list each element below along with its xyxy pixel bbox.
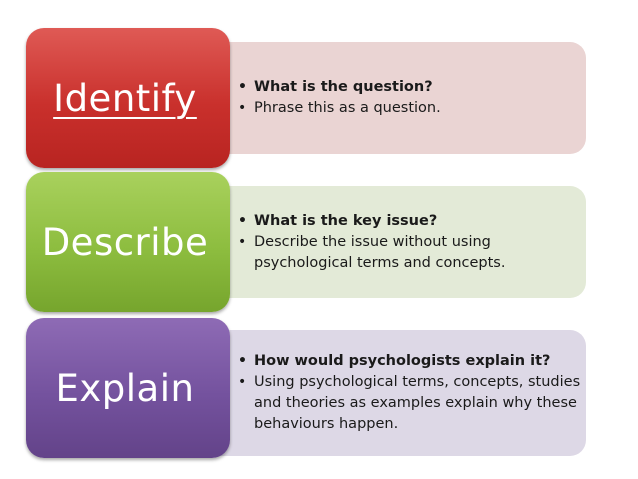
identify-step-box: Identify [26, 28, 230, 168]
describe-step-box: Describe [26, 172, 230, 312]
step-row-describe: What is the key issue? Describe the issu… [0, 172, 638, 312]
describe-point-1: What is the key issue? [238, 211, 586, 232]
explain-step-label: Explain [55, 366, 195, 410]
explain-step-box: Explain [26, 318, 230, 458]
identify-points-list: What is the question? Phrase this as a q… [238, 77, 586, 119]
describe-point-2: Describe the issue without using psychol… [238, 232, 586, 274]
explain-details-panel: How would psychologists explain it? Usin… [200, 330, 586, 456]
describe-step-label: Describe [41, 220, 209, 264]
identify-point-1: What is the question? [238, 77, 586, 98]
identify-step-label: Identify [53, 76, 197, 120]
explain-points-list: How would psychologists explain it? Usin… [238, 351, 586, 435]
describe-details-panel: What is the key issue? Describe the issu… [200, 186, 586, 298]
describe-points-list: What is the key issue? Describe the issu… [238, 211, 586, 274]
step-row-identify: What is the question? Phrase this as a q… [0, 28, 638, 168]
identify-details-panel: What is the question? Phrase this as a q… [200, 42, 586, 154]
step-row-explain: How would psychologists explain it? Usin… [0, 316, 638, 458]
explain-point-1: How would psychologists explain it? [238, 351, 586, 372]
explain-point-2: Using psychological terms, concepts, stu… [238, 372, 586, 435]
identify-point-2: Phrase this as a question. [238, 98, 586, 119]
